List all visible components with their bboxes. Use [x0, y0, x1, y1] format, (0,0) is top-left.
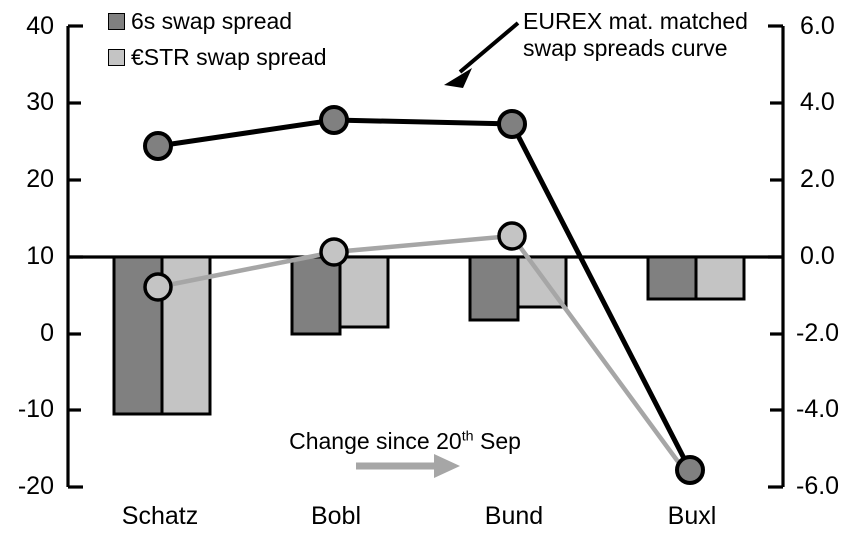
left-axis-tick-minus20: -20 — [17, 472, 54, 500]
annotation-change-since: Change since 20th Sep — [280, 428, 530, 455]
right-axis-tick-6: 6.0 — [800, 12, 835, 40]
left-axis-tick-20: 20 — [26, 165, 54, 193]
annotation-change-since-suffix: Sep — [473, 428, 521, 454]
right-axis-tick-4: 4.0 — [800, 88, 835, 116]
line-change-since-20th-sep — [157, 233, 692, 480]
annotation-eurex-curve: EUREX mat. matched swap spreads curve — [523, 8, 748, 62]
legend-swatch-estr-swap-spread — [108, 49, 125, 66]
bar-6s-bobl — [290, 255, 342, 336]
right-axis-tick-minus2: -2.0 — [796, 319, 840, 347]
right-axis-tick-0: 0.0 — [800, 242, 835, 270]
left-axis-tick-30: 30 — [26, 88, 54, 116]
annotation-change-since-prefix: Change since 20 — [289, 428, 462, 454]
category-label-schatz: Schatz — [121, 502, 199, 530]
bar-estr-bund — [516, 255, 568, 309]
legend-label-estr-swap-spread: €STR swap spread — [131, 44, 327, 70]
marker-change-schatz — [143, 272, 173, 302]
bar-estr-bobl — [338, 255, 390, 329]
left-axis-tick-40: 40 — [26, 12, 54, 40]
right-axis-tick-minus6: -6.0 — [796, 472, 840, 500]
marker-eurex-buxl — [675, 455, 705, 485]
legend-swatch-6s-swap-spread — [108, 13, 125, 30]
marker-change-bobl — [319, 237, 349, 267]
legend-item-estr-swap-spread[interactable]: €STR swap spread — [108, 44, 327, 71]
annotation-eurex-curve-line2: swap spreads curve — [523, 35, 728, 62]
category-label-buxl: Buxl — [667, 502, 717, 530]
annotation-change-since-ordinal: th — [461, 428, 474, 445]
legend-label-6s-swap-spread: 6s swap spread — [131, 8, 293, 34]
right-axis-tick-2: 2.0 — [800, 165, 835, 193]
change-direction-arrow-icon — [356, 454, 460, 478]
left-axis-tick-minus10: -10 — [17, 395, 54, 423]
marker-eurex-schatz — [143, 131, 173, 161]
category-label-bobl: Bobl — [310, 502, 362, 530]
right-axis-tick-minus4: -4.0 — [796, 395, 840, 423]
legend-item-6s-swap-spread[interactable]: 6s swap spread — [108, 8, 292, 35]
left-axis-tick-10: 10 — [26, 242, 54, 270]
bar-estr-buxl — [694, 255, 746, 301]
marker-eurex-bobl — [319, 105, 349, 135]
bar-6s-bund — [468, 255, 520, 322]
annotation-arrow-icon — [444, 21, 520, 88]
annotation-eurex-curve-line1: EUREX mat. matched — [523, 8, 748, 34]
marker-change-bund — [497, 221, 527, 251]
category-label-bund: Bund — [484, 502, 544, 530]
marker-eurex-bund — [497, 109, 527, 139]
line-eurex-swap-spreads-curve — [157, 117, 693, 472]
bar-6s-buxl — [646, 255, 698, 301]
left-axis-tick-0: 0 — [40, 319, 54, 347]
